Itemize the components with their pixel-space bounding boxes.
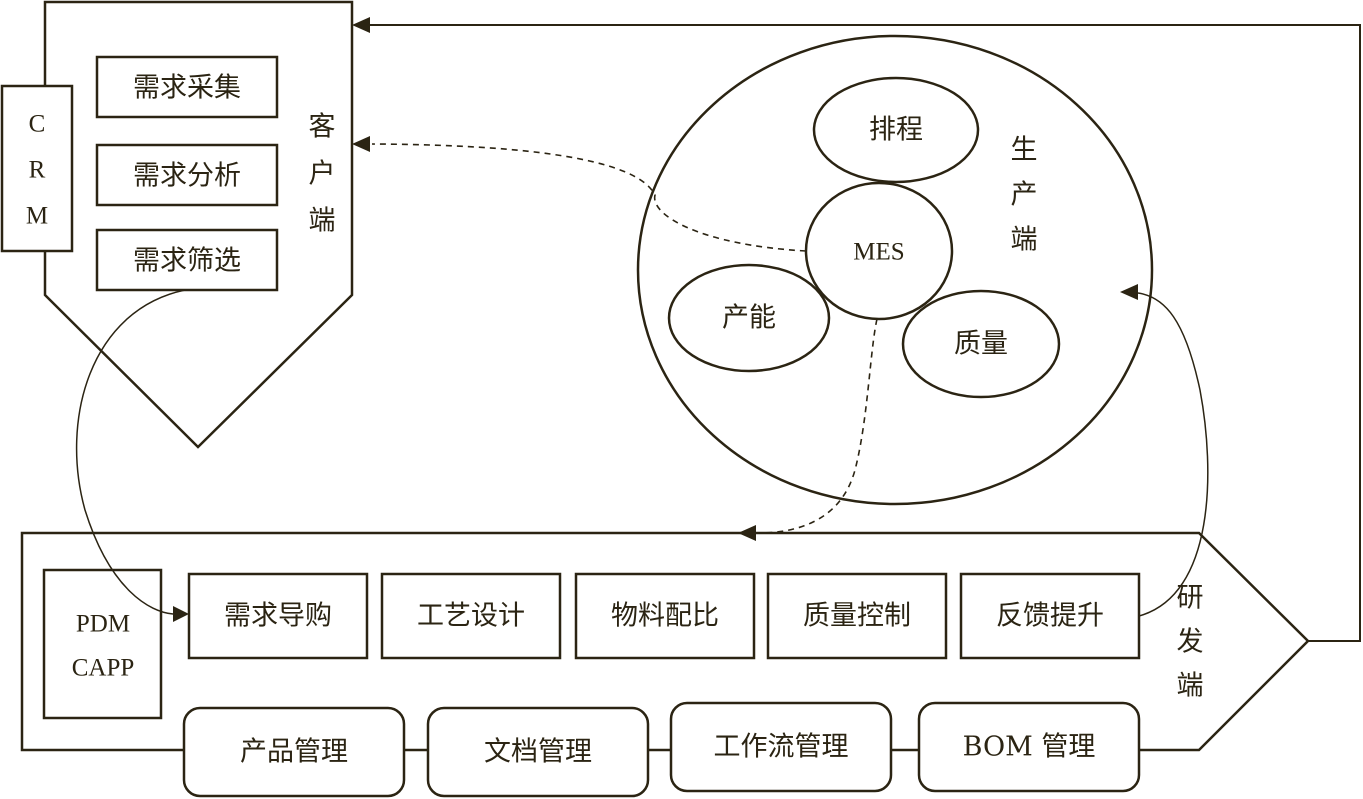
scheduling-ellipse xyxy=(812,76,980,184)
quality-label: 质量 xyxy=(954,329,1008,360)
feedback-to-production-arrowhead xyxy=(1120,284,1138,300)
material-ratio-box xyxy=(574,572,756,660)
feedback-improve-label: 反馈提升 xyxy=(996,601,1104,632)
crm-letter-c: C xyxy=(29,111,46,138)
product-mgmt-box xyxy=(182,706,406,798)
filter-to-guide-arrowhead xyxy=(173,606,189,622)
capp-label: CAPP xyxy=(72,655,135,682)
document-mgmt-label: 文档管理 xyxy=(484,737,592,768)
mes-label: MES xyxy=(853,239,904,266)
demand-filter-label: 需求筛选 xyxy=(133,246,241,277)
rnd-side-label-char-2: 发 xyxy=(1177,627,1204,658)
demand-analysis-label: 需求分析 xyxy=(133,161,241,192)
quality-control-label: 质量控制 xyxy=(803,601,911,632)
production-side-label-char-3: 端 xyxy=(1011,225,1038,256)
production-side-label-char-2: 产 xyxy=(1011,180,1038,211)
crm-box xyxy=(0,84,74,253)
document-mgmt-box xyxy=(426,706,650,798)
rnd-side-label-char-3: 端 xyxy=(1177,671,1204,702)
mes-to-customer-dashed-line xyxy=(371,143,807,252)
demand-collect-box xyxy=(95,55,279,119)
production-side-label-char-1: 生 xyxy=(1011,135,1038,166)
feedback-loop-line xyxy=(368,24,1361,642)
workflow-mgmt-label: 工作流管理 xyxy=(714,732,849,763)
demand-collect-label: 需求采集 xyxy=(133,73,241,104)
product-mgmt-label: 产品管理 xyxy=(240,737,348,768)
feedback-to-production-curve xyxy=(1137,292,1209,617)
material-ratio-label: 物料配比 xyxy=(611,601,719,632)
demand-analysis-box xyxy=(95,143,279,207)
bom-mgmt-label: BOM 管理 xyxy=(963,732,1096,763)
crm-letter-m: M xyxy=(26,203,48,230)
feedback-loop-arrowhead xyxy=(352,17,370,33)
process-design-label: 工艺设计 xyxy=(417,601,525,632)
customer-side-label-char-2: 户 xyxy=(309,159,336,190)
customer-side-label-char-3: 端 xyxy=(309,206,336,237)
demand-guide-box xyxy=(187,572,369,660)
pdm-label: PDM xyxy=(76,611,130,638)
workflow-mgmt-box xyxy=(669,701,893,793)
mes-to-rnd-arrowhead xyxy=(738,525,756,541)
scheduling-label: 排程 xyxy=(869,115,923,146)
quality-control-box xyxy=(766,572,948,660)
pdm-capp-box xyxy=(42,568,163,720)
crm-letter-r: R xyxy=(29,157,46,184)
demand-filter-box xyxy=(95,228,279,292)
mes-to-rnd-dashed-line xyxy=(757,318,878,534)
rnd-side-label-char-1: 研 xyxy=(1177,583,1204,614)
capacity-label: 产能 xyxy=(722,303,776,334)
mes-to-customer-arrowhead xyxy=(352,136,370,152)
bom-mgmt-box xyxy=(917,701,1141,793)
quality-ellipse xyxy=(901,289,1061,399)
process-design-box xyxy=(380,572,562,660)
capacity-ellipse xyxy=(667,263,831,373)
feedback-improve-box xyxy=(959,572,1141,660)
customer-side-label-char-1: 客 xyxy=(309,112,336,143)
filter-to-guide-curve xyxy=(75,289,186,615)
demand-guide-label: 需求导购 xyxy=(224,601,332,632)
